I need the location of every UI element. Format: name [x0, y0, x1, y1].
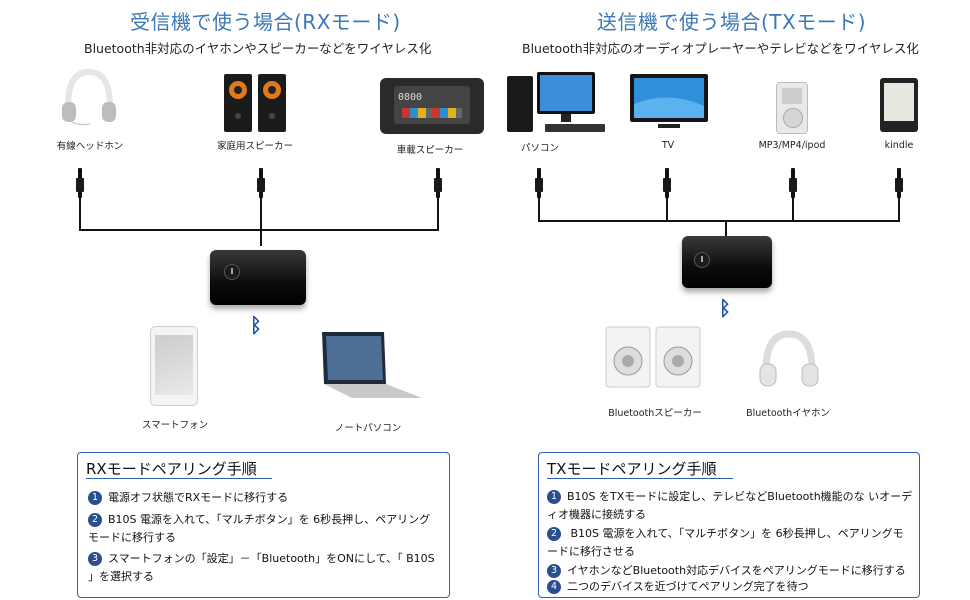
tx-subtitle: Bluetooth非対応のオーディオプレーヤーやテレビなどをワイヤレス化 [522, 41, 919, 56]
tv-image [630, 74, 708, 128]
home-speakers-image [224, 74, 286, 132]
rx-pairing-title-underline [86, 478, 272, 479]
tx-bluetooth-icon: ᛒ [719, 296, 731, 320]
rx-bluetooth-icon: ᛒ [250, 313, 262, 337]
smartphone-image [150, 326, 198, 406]
kindle-image [880, 78, 918, 132]
bluetooth-headphones-image [759, 330, 819, 387]
rx-plug-speaker [257, 168, 265, 198]
tx-step-4: 4 二つのデバイスを近づけてペアリング完了を待つ [547, 578, 913, 596]
rx-step-1-text: 電源オフ状態でRXモードに移行する [108, 491, 289, 504]
tx-step-2: 2 B10S 電源を入れて、「マルチボタン」を 6秒長押し、ペアリングモードに移… [547, 525, 913, 561]
tx-input-label-pc: パソコン [520, 143, 559, 154]
rx-step-2-text: B10S 電源を入れて、「マルチボタン」を 6秒長押し、ペアリングモードに移行す… [88, 513, 431, 544]
rx-output-label-headphones: 有線ヘッドホン [56, 141, 124, 152]
rx-subtitle: Bluetooth非対応のイヤホンやスピーカーなどをワイヤレス化 [84, 41, 432, 56]
tx-output-label-bt-speaker: Bluetoothスピーカー [608, 408, 702, 419]
tx-plug-pc [535, 168, 543, 198]
rx-wire-right [437, 196, 439, 231]
rx-step-1: 1 電源オフ状態でRXモードに移行する [88, 489, 438, 507]
step-number-icon: 2 [88, 513, 102, 527]
tx-input-label-tv: TV [661, 140, 675, 151]
tx-wire-mp3 [792, 196, 794, 222]
tx-pairing-title: TXモードペアリング手順 [547, 460, 717, 478]
power-button-icon [224, 264, 240, 280]
car-stereo-image: 0800 [380, 78, 484, 134]
rx-source-label-smartphone: スマートフォン [141, 420, 209, 431]
tx-pairing-title-underline [547, 478, 733, 479]
tx-plug-tv [663, 168, 671, 198]
tx-plug-kindle [895, 168, 903, 198]
tx-input-label-kindle: kindle [884, 140, 914, 151]
tx-output-label-bt-earphones: Bluetoothイヤホン [746, 408, 830, 419]
pc-image [507, 72, 605, 132]
tx-plug-mp3 [789, 168, 797, 198]
rx-wire-horizontal [79, 229, 439, 231]
tx-wire-pc [538, 196, 540, 222]
car-stereo-screen-text: 0800 [398, 92, 423, 103]
tx-wire-kindle [898, 196, 900, 222]
mp3-player-image [776, 82, 808, 134]
rx-wire-middle [260, 196, 262, 246]
laptop-image [322, 332, 422, 398]
rx-source-label-laptop: ノートパソコン [334, 423, 402, 434]
tx-step-4-text: 二つのデバイスを近づけてペアリング完了を待つ [567, 580, 809, 593]
tx-title: 送信機で使う場合(TXモード) [597, 10, 867, 34]
step-number-icon: 1 [547, 490, 561, 504]
bluetooth-speakers-image [605, 326, 701, 388]
tx-b10s-device [682, 236, 772, 288]
rx-output-label-home-speaker: 家庭用スピーカー [216, 141, 293, 152]
tx-step-3: 3 イヤホンなどBluetooth対応デバイスをペアリングモードに移行する [547, 562, 913, 580]
tx-wire-to-device [725, 220, 727, 240]
rx-step-3-text: スマートフォンの「設定」－「Bluetooth」をONにして、「 B10S 」を… [88, 552, 435, 583]
step-number-icon: 1 [88, 491, 102, 505]
tx-wire-tv [666, 196, 668, 222]
rx-wire-left [79, 196, 81, 231]
rx-title: 受信機で使う場合(RXモード) [130, 10, 401, 34]
tx-step-1-text: B10S をTXモードに設定し、テレビなどBluetooth機能のな いオーディ… [547, 490, 913, 521]
tx-input-label-mp3: MP3/MP4/ipod [758, 140, 826, 151]
tx-step-3-text: イヤホンなどBluetooth対応デバイスをペアリングモードに移行する [567, 564, 906, 577]
rx-b10s-device [210, 250, 306, 305]
rx-plug-car [434, 168, 442, 198]
rx-pairing-title: RXモードペアリング手順 [86, 460, 257, 478]
power-button-icon [694, 252, 710, 268]
rx-output-label-car-speaker: 車載スピーカー [396, 145, 464, 156]
tx-step-2-text: B10S 電源を入れて、「マルチボタン」を 6秒長押し、ペアリングモードに移行さ… [547, 527, 904, 558]
step-number-icon: 2 [547, 527, 561, 541]
step-number-icon: 4 [547, 580, 561, 594]
step-number-icon: 3 [547, 564, 561, 578]
wired-headphones-image [62, 68, 116, 126]
rx-plug-headphones [76, 168, 84, 198]
step-number-icon: 3 [88, 552, 102, 566]
tx-wire-horizontal [538, 220, 900, 222]
